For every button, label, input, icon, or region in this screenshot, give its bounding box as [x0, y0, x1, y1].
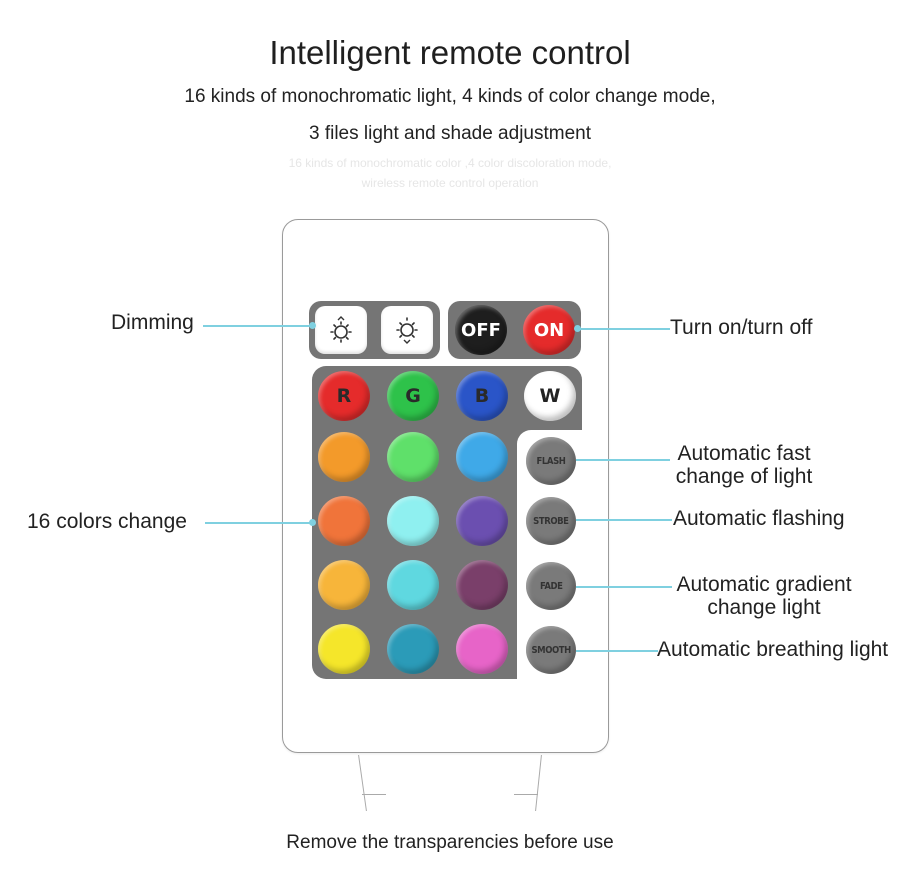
colors-leader-line — [205, 522, 313, 524]
on-off-label: Turn on/turn off — [670, 316, 813, 339]
on-off-leader-dot — [574, 325, 581, 332]
color-button[interactable] — [387, 560, 439, 610]
color-button-r[interactable]: R — [318, 371, 370, 421]
strobe-button-label: STROBE — [533, 515, 569, 527]
fade-label-line-2: change light — [707, 596, 821, 619]
flash-button-label: FLASH — [536, 455, 566, 467]
colors-label: 16 colors change — [27, 510, 187, 533]
color-button[interactable] — [387, 496, 439, 546]
footer-note: Remove the transparencies before use — [286, 832, 614, 853]
colors-leader-dot — [309, 519, 316, 526]
fade-leader-line — [576, 586, 672, 588]
color-button[interactable] — [387, 624, 439, 674]
dimming-label: Dimming — [111, 311, 194, 334]
brightness-down-button[interactable] — [381, 306, 433, 354]
color-button[interactable] — [318, 624, 370, 674]
strobe-leader-line — [576, 519, 672, 521]
faint-caption-line-1: 16 kinds of monochromatic color ,4 color… — [288, 156, 612, 170]
brightness-down-icon — [396, 317, 418, 344]
color-button[interactable] — [456, 496, 508, 546]
stand-left-leg — [358, 755, 397, 811]
fade-button[interactable]: FADE — [526, 562, 576, 610]
flash-button[interactable]: FLASH — [526, 437, 576, 485]
strobe-button[interactable]: STROBE — [526, 497, 576, 545]
smooth-button[interactable]: SMOOTH — [526, 626, 576, 674]
color-button[interactable] — [456, 560, 508, 610]
flash-leader-line — [576, 459, 670, 461]
off-button[interactable]: OFF — [455, 305, 507, 355]
power-panel: OFF ON — [448, 301, 581, 359]
fade-button-label: FADE — [539, 580, 563, 592]
color-button[interactable] — [456, 624, 508, 674]
dimming-leader-dot — [309, 322, 316, 329]
color-button[interactable] — [456, 432, 508, 482]
color-button[interactable] — [318, 560, 370, 610]
page-title: Intelligent remote control — [269, 34, 631, 71]
smooth-leader-line — [576, 650, 658, 652]
color-button-g[interactable]: G — [387, 371, 439, 421]
color-button[interactable] — [387, 432, 439, 482]
flash-label: Automatic fast change of light — [668, 442, 820, 488]
color-button-w[interactable]: W — [524, 371, 576, 421]
on-button[interactable]: ON — [523, 305, 575, 355]
subtitle-line-1: 16 kinds of monochromatic light, 4 kinds… — [184, 86, 716, 107]
color-button[interactable] — [318, 496, 370, 546]
flash-label-line-1: Automatic fast — [677, 442, 811, 465]
dimming-leader-line — [203, 325, 313, 327]
faint-caption-line-2: wireless remote control operation — [361, 176, 539, 190]
stand-right-foot — [514, 794, 538, 795]
on-off-leader-line — [578, 328, 670, 330]
color-button[interactable] — [318, 432, 370, 482]
fade-label-line-1: Automatic gradient — [676, 573, 852, 596]
color-button-b[interactable]: B — [456, 371, 508, 421]
stand-right-leg — [505, 755, 542, 811]
smooth-label: Automatic breathing light — [657, 638, 889, 661]
fade-label: Automatic gradient change light — [669, 573, 859, 619]
smooth-button-label: SMOOTH — [531, 644, 571, 656]
subtitle-line-2: 3 files light and shade adjustment — [308, 123, 591, 144]
stand-left-foot — [362, 794, 386, 795]
flash-label-line-2: change of light — [675, 465, 813, 488]
brightness-up-icon — [330, 316, 352, 343]
dimming-panel — [309, 301, 440, 359]
strobe-label: Automatic flashing — [673, 507, 845, 530]
brightness-up-button[interactable] — [315, 306, 367, 354]
